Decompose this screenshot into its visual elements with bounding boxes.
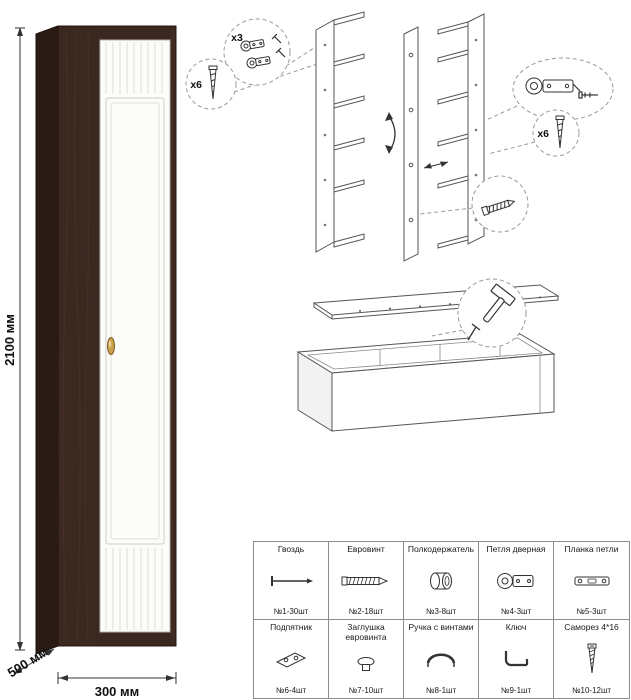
part-qty: №7-10шт xyxy=(348,686,384,695)
door-handle xyxy=(107,337,115,355)
hinge-count-label: x3 xyxy=(231,32,243,44)
part-name: Полкодержатель xyxy=(407,544,475,554)
cabinet-box xyxy=(296,333,556,432)
side-panel-left-assembly xyxy=(315,11,365,253)
part-name: Саморез 4*16 xyxy=(564,622,619,632)
part-qty: №4-3шт xyxy=(500,607,532,616)
door-planks-bottom xyxy=(105,548,163,630)
part-cell-nail: Гвоздь №1-30шт xyxy=(254,542,329,620)
exploded-panels-diagram xyxy=(315,11,485,262)
part-cell-door-hinge: Петля дверная №4-3шт xyxy=(479,542,554,620)
part-name: Ключ xyxy=(505,622,527,632)
part-name: Ручка с винтами xyxy=(408,622,474,632)
wood-grain xyxy=(62,29,174,645)
part-cell-hinge-plate: Планка петли №5-3шт xyxy=(554,542,629,620)
callout-euroscrew xyxy=(471,175,529,233)
wardrobe-side-panel xyxy=(35,25,59,655)
wardrobe-door xyxy=(99,39,171,633)
tiny-screws xyxy=(271,33,286,58)
hinge-glyphs xyxy=(240,33,286,69)
part-qty: №9-1шт xyxy=(500,686,532,695)
euroscrew-glyph xyxy=(481,199,516,216)
part-cell-handle: Ручка с винтами №8-1шт xyxy=(404,620,479,698)
door-planks-top xyxy=(105,42,163,94)
wardrobe-illustration xyxy=(35,25,177,655)
nail-glyph xyxy=(467,323,481,341)
door-hinge-icon xyxy=(496,555,536,607)
part-cell-foot-pad: Подпятник №6-4шт xyxy=(254,620,329,698)
handle-icon xyxy=(421,633,461,686)
part-cell-euroscrew: Евровинт №2-18шт xyxy=(329,542,404,620)
callout-screws-right: x6 xyxy=(532,109,580,157)
cam-holes-left xyxy=(323,43,327,227)
part-name: Гвоздь xyxy=(277,544,305,554)
callout-screws-left: x6 xyxy=(185,58,237,110)
dimension-width: 300 мм xyxy=(57,672,177,699)
shelf-pin-icon xyxy=(428,555,454,607)
part-cell-key: Ключ №9-1шт xyxy=(479,620,554,698)
parts-table: Гвоздь №1-30шт Евровинт xyxy=(253,541,630,699)
join-arrow xyxy=(423,161,449,169)
part-qty: №8-1шт xyxy=(425,686,457,695)
part-name: Заглушка евровинта xyxy=(345,622,387,642)
part-qty: №1-30шт xyxy=(273,607,309,616)
nail-icon xyxy=(267,555,315,607)
part-name: Петля дверная xyxy=(486,544,546,554)
part-qty: №6-4шт xyxy=(275,686,307,695)
screw-glyph-right xyxy=(555,115,565,149)
dimension-depth-label: 500 мм xyxy=(5,644,51,680)
callout-hinges: x3 xyxy=(223,18,291,86)
screwdriver-screw xyxy=(572,83,598,99)
side-panel-right-assembly xyxy=(437,13,485,249)
part-name: Подпятник xyxy=(270,622,312,632)
hinge-detail-glyph xyxy=(525,77,598,99)
euroscrew-icon xyxy=(340,555,392,607)
screw-glyph-left xyxy=(208,65,218,100)
part-cell-screw-cap: Заглушка евровинта №7-10шт xyxy=(329,620,404,698)
selftap-screw-icon xyxy=(585,633,599,686)
screw-count-left-label: x6 xyxy=(190,79,202,91)
screw-cap-icon xyxy=(354,643,378,686)
cam-holes-right xyxy=(474,38,478,222)
dimension-width-label: 300 мм xyxy=(95,684,140,699)
part-name: Планка петли xyxy=(564,544,619,554)
part-cell-selftap-screw: Саморез 4*16 №10-12шт xyxy=(554,620,629,698)
dimension-height: 2100 мм xyxy=(2,27,25,651)
key-icon xyxy=(498,633,534,686)
part-name: Евровинт xyxy=(347,544,385,554)
foot-pad-icon xyxy=(273,633,309,686)
part-qty: №5-3шт xyxy=(576,607,607,616)
door-frame-outer xyxy=(105,97,165,545)
callout-hinge-detail xyxy=(512,57,614,121)
side-panel-strip xyxy=(403,26,419,262)
flip-arrow xyxy=(385,112,396,154)
part-qty: №2-18шт xyxy=(348,607,384,616)
door-face xyxy=(99,39,171,633)
hammer-glyph xyxy=(467,283,516,341)
dimension-height-label: 2100 мм xyxy=(2,314,17,366)
screw-count-right-label: x6 xyxy=(537,128,549,140)
hinge-plate-icon xyxy=(572,555,612,607)
cam-holes-strip xyxy=(408,52,414,223)
part-cell-shelf-pin: Полкодержатель №3-8шт xyxy=(404,542,479,620)
part-qty: №10-12шт xyxy=(571,686,612,695)
part-qty: №3-8шт xyxy=(425,607,457,616)
door-frame-inner xyxy=(110,102,160,540)
callout-hammer xyxy=(457,278,527,348)
